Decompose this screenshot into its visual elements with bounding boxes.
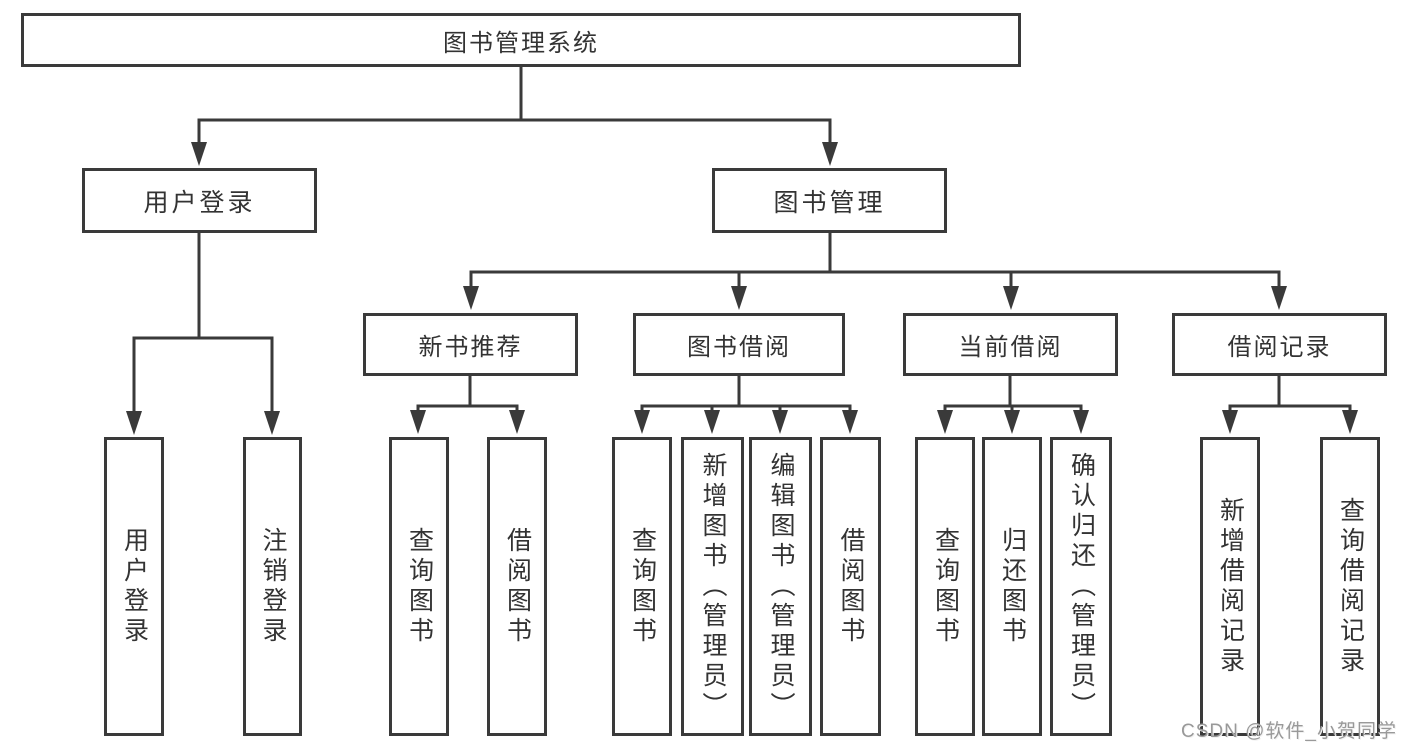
node-current-borrow-label: 当前借阅 [958,334,1063,361]
node-user-login-label: 用户登录 [143,188,256,217]
node-leaf-edit-book-admin: 编辑图书（管理员） [749,437,812,736]
node-leaf-return-book-label: 归还图书 [998,526,1027,647]
node-borrow-records-label: 借阅记录 [1227,334,1332,361]
node-leaf-logout: 注销登录 [243,437,302,736]
node-leaf-add-borrow-record: 新增借阅记录 [1200,437,1260,736]
node-leaf-query-books-current: 查询图书 [915,437,975,736]
node-leaf-query-books-current-label: 查询图书 [931,526,960,647]
node-book-borrow: 图书借阅 [633,313,845,376]
csdn-watermark: CSDN @软件_小贺同学 [1181,721,1397,742]
node-leaf-query-books-recommend-label: 查询图书 [405,526,434,647]
node-library-system: 图书管理系统 [21,13,1021,67]
node-leaf-add-borrow-record-label: 新增借阅记录 [1216,496,1245,677]
node-new-book-recommend: 新书推荐 [363,313,578,376]
node-leaf-borrow-books-recommend: 借阅图书 [487,437,547,736]
node-new-book-recommend-label: 新书推荐 [418,334,523,361]
node-leaf-return-book: 归还图书 [982,437,1042,736]
node-leaf-confirm-return-admin: 确认归还（管理员） [1050,437,1112,736]
node-leaf-query-borrow-record-label: 查询借阅记录 [1336,496,1365,677]
node-leaf-add-book-admin: 新增图书（管理员） [681,437,744,736]
node-leaf-borrow-books-label: 借阅图书 [837,526,865,647]
node-book-management-label: 图书管理 [773,188,886,217]
node-leaf-edit-book-admin-label: 编辑图书（管理员） [767,451,795,722]
node-leaf-user-login: 用户登录 [104,437,164,736]
node-leaf-add-book-admin-label: 新增图书（管理员） [699,451,727,722]
node-leaf-confirm-return-admin-label: 确认归还（管理员） [1067,451,1096,722]
node-leaf-query-books-borrow-label: 查询图书 [628,526,657,647]
node-user-login: 用户登录 [82,168,317,233]
node-leaf-borrow-books: 借阅图书 [820,437,881,736]
node-leaf-query-books-recommend: 查询图书 [389,437,449,736]
node-leaf-query-borrow-record: 查询借阅记录 [1320,437,1380,736]
node-borrow-records: 借阅记录 [1172,313,1387,376]
node-leaf-logout-label: 注销登录 [259,526,287,647]
node-book-borrow-label: 图书借阅 [687,334,791,361]
node-leaf-borrow-books-recommend-label: 借阅图书 [503,526,532,647]
node-current-borrow: 当前借阅 [903,313,1118,376]
node-book-management: 图书管理 [712,168,947,233]
node-leaf-query-books-borrow: 查询图书 [612,437,672,736]
node-leaf-user-login-label: 用户登录 [120,526,149,647]
node-library-system-label: 图书管理系统 [443,29,599,57]
